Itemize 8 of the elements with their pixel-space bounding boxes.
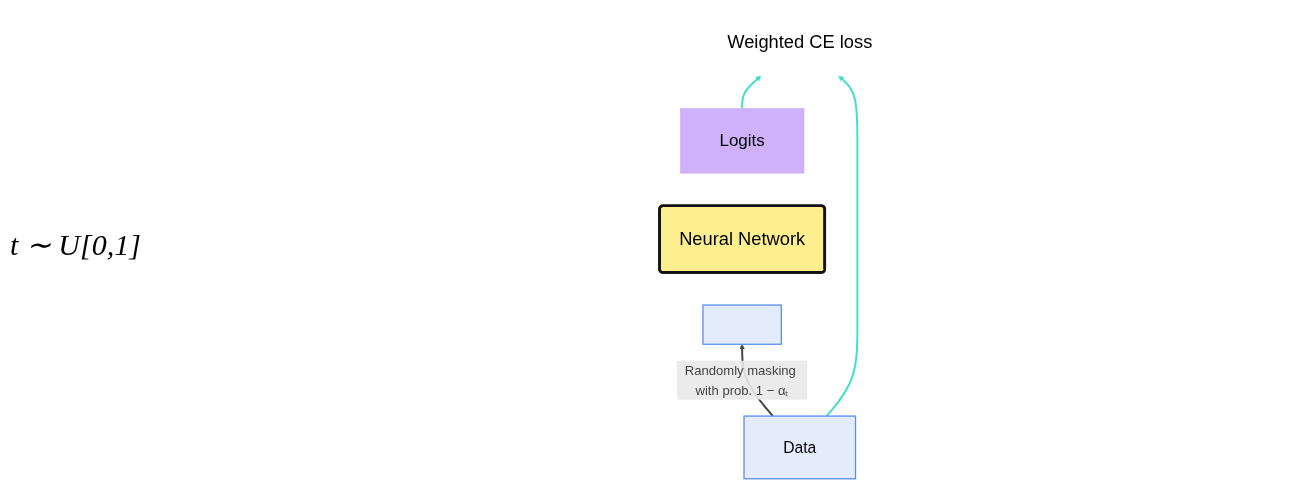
edge-label: Randomly masking with prob. 1 − αₜ	[684, 363, 796, 398]
arrow	[825, 75, 859, 418]
node-box: Logits	[679, 108, 805, 174]
arrow	[741, 75, 762, 110]
formula-label: t ∼ U[0,1]	[10, 226, 142, 262]
node-box: Data	[743, 415, 857, 480]
node-text: Weighted CE loss	[727, 32, 873, 53]
node-bar	[702, 304, 782, 345]
